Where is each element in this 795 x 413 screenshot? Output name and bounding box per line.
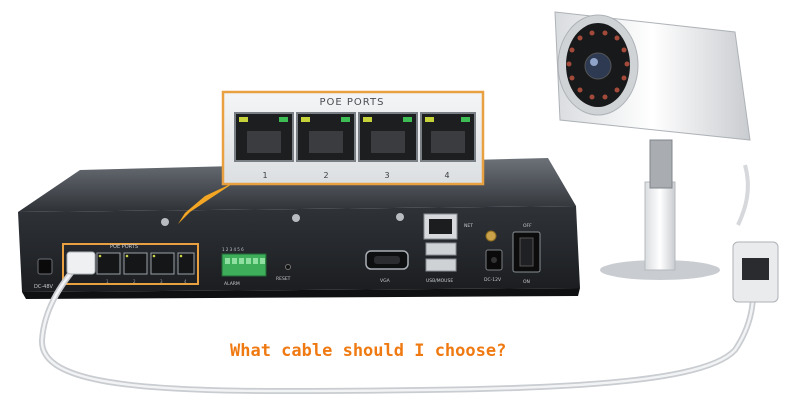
reset-label: RESET <box>276 276 291 282</box>
nvr-poe-port-3 <box>150 252 175 275</box>
nvr-poe-port-2 <box>123 252 148 275</box>
screw-icon <box>161 218 169 226</box>
bullet-camera <box>554 11 751 280</box>
nvr-bottom-edge <box>22 288 580 299</box>
nvr-poe-label: POE PORTS <box>110 244 138 250</box>
usb-mouse-label: USB/MOUSE <box>426 278 453 284</box>
callout-port-row <box>234 112 476 162</box>
poe-ports-highlight <box>62 243 199 285</box>
camera-lens <box>584 52 612 80</box>
nvr-port-number-2: 2 <box>133 279 136 284</box>
dc48v-power-jack <box>37 258 53 275</box>
callout-port-number-2: 2 <box>323 171 328 180</box>
on-label: ON <box>523 279 530 285</box>
alarm-terminal-block <box>221 253 267 277</box>
ir-leds <box>566 30 630 100</box>
alarm-label: ALARM <box>224 281 240 287</box>
nvr-port-number-4: 4 <box>184 279 187 284</box>
usb-port-1 <box>425 242 457 256</box>
callout-title: POE PORTS <box>320 97 385 108</box>
nvr-poe-port-4 <box>177 252 195 275</box>
nvr-poe-port-1 <box>96 252 121 275</box>
callout-port-number-4: 4 <box>444 171 449 180</box>
nvr-poe-port-group <box>96 252 195 275</box>
terminal-numbers: 1 2 3 4 5 6 <box>222 247 244 252</box>
callout-port-number-1: 1 <box>262 171 267 180</box>
rj45-plug-nvr <box>66 251 96 275</box>
net-label: NET <box>464 223 473 229</box>
screw-icon <box>292 214 300 222</box>
nvr-port-number-1: 1 <box>106 279 109 284</box>
callout-port-number-3: 3 <box>384 171 389 180</box>
usb-port-2 <box>425 258 457 272</box>
vga-label: VGA <box>380 278 391 284</box>
screw-icon <box>396 213 404 221</box>
dc12v-label: DC-12V <box>484 277 502 283</box>
poe-ports-callout: POE PORTS 1 2 3 4 <box>178 90 485 224</box>
camera-mount-joint <box>649 139 673 189</box>
off-label: OFF <box>523 223 532 229</box>
reset-button <box>285 264 291 270</box>
dc48v-label: DC-48V <box>34 284 54 290</box>
camera-mount-arm <box>644 181 676 271</box>
nvr-port-number-3: 3 <box>160 279 163 284</box>
network-cable <box>38 164 779 395</box>
ground-screw-icon <box>485 230 497 242</box>
question-caption: What cable should I choose? <box>230 341 507 361</box>
